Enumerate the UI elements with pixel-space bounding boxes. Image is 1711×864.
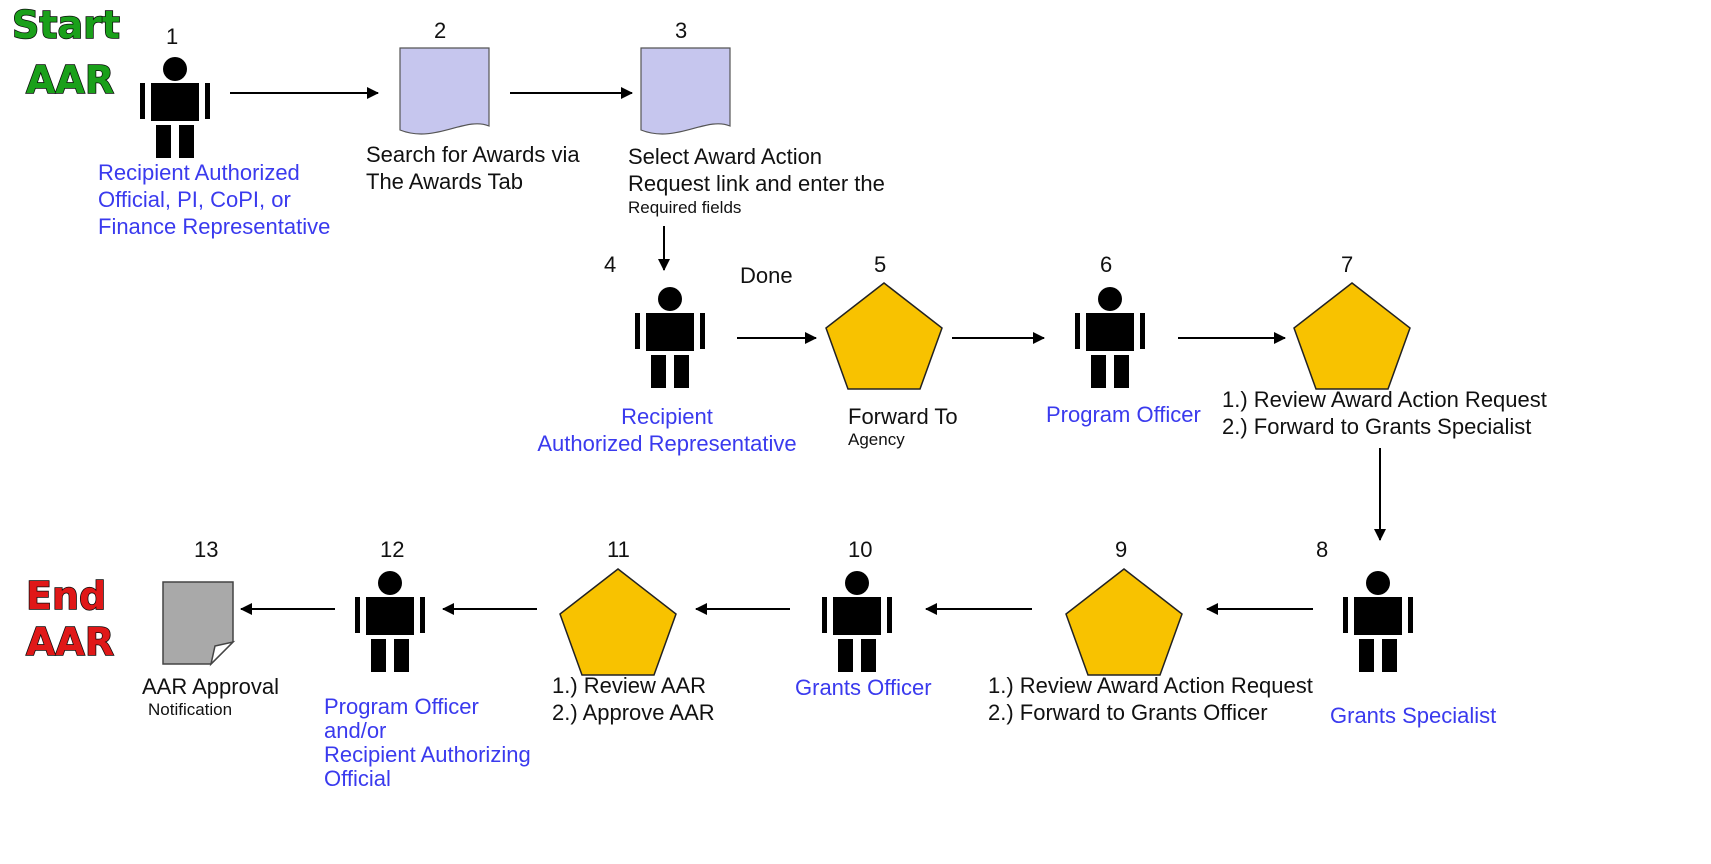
step-3-label-line: Select Award Action: [628, 144, 823, 169]
step-13-label-line: Notification: [148, 700, 233, 719]
step-12-label-line: Program Officer: [324, 694, 479, 719]
step-1-label-line: Finance Representative: [98, 214, 331, 239]
step-7-label-line: 1.) Review Award Action Request: [1222, 387, 1547, 412]
step-8-number: 8: [1316, 537, 1329, 562]
step-5-number: 5: [874, 252, 887, 277]
step-12-label: Program Officer and/or Recipient Authori…: [324, 695, 531, 791]
step-2-document-icon: [399, 47, 490, 135]
step-9-label: 1.) Review Award Action Request 2.) Forw…: [988, 672, 1313, 726]
step-12-number: 12: [380, 537, 405, 562]
step-12-label-line: Official: [324, 766, 391, 791]
step-13-number: 13: [194, 537, 219, 562]
step-7-pentagon-icon: [1293, 282, 1411, 390]
step-1-label-line: Recipient Authorized: [98, 160, 300, 185]
end-label: End: [25, 573, 107, 619]
step-8-person-icon: [1343, 571, 1413, 672]
step-6-label: Program Officer: [1046, 401, 1201, 428]
step-10-label: Grants Officer: [795, 674, 932, 701]
step-10-person-icon: [822, 571, 892, 672]
step-5-label-line: Agency: [848, 430, 905, 449]
step-5-label-line: Forward To: [848, 404, 958, 429]
step-5-label: Forward To Agency: [848, 403, 958, 450]
step-9-label-line: 2.) Forward to Grants Officer: [988, 700, 1268, 725]
step-9-pentagon-icon: [1065, 568, 1183, 676]
step-13-label: AAR Approval Notification: [142, 673, 279, 720]
step-1-number: 1: [166, 24, 179, 49]
step-2-label: Search for Awards via The Awards Tab: [366, 141, 580, 195]
step-11-pentagon-icon: [559, 568, 677, 676]
step-1-label-line: Official, PI, CoPI, or: [98, 187, 291, 212]
step-13-label-line: AAR Approval: [142, 674, 279, 699]
step-7-label: 1.) Review Award Action Request 2.) Forw…: [1222, 386, 1547, 440]
step-6-person-icon: [1075, 287, 1145, 388]
step-7-label-line: 2.) Forward to Grants Specialist: [1222, 414, 1532, 439]
step-9-number: 9: [1115, 537, 1128, 562]
step-3-label-line: Request link and enter the: [628, 171, 885, 196]
step-12-label-line: Recipient Authorizing: [324, 742, 531, 767]
step-7-number: 7: [1341, 252, 1354, 277]
step-11-label-line: 1.) Review AAR: [552, 673, 707, 698]
step-10-label-line: Grants Officer: [795, 675, 932, 700]
step-1-label: Recipient Authorized Official, PI, CoPI,…: [98, 159, 330, 240]
step-5-pentagon-icon: [825, 282, 943, 390]
step-12-label-line: and/or: [324, 718, 387, 743]
step-11-label-line: 2.) Approve AAR: [552, 700, 715, 725]
step-4-label-line: Authorized Representative: [537, 431, 797, 456]
step-6-number: 6: [1100, 252, 1113, 277]
step-2-number: 2: [434, 18, 447, 43]
connector-label-done: Done: [740, 263, 793, 288]
step-13-notification-icon: [162, 581, 234, 665]
step-8-label-line: Grants Specialist: [1330, 703, 1497, 728]
step-3-label-line: Required fields: [628, 198, 742, 217]
step-10-number: 10: [848, 537, 873, 562]
step-11-label: 1.) Review AAR 2.) Approve AAR: [552, 672, 715, 726]
step-3-number: 3: [675, 18, 688, 43]
step-9-label-line: 1.) Review Award Action Request: [988, 673, 1313, 698]
step-4-number: 4: [604, 252, 617, 277]
start-label: Start: [11, 2, 121, 48]
step-6-label-line: Program Officer: [1046, 402, 1201, 427]
start-aar-label: AAR: [25, 57, 115, 103]
step-12-person-icon: [355, 571, 425, 672]
step-4-label: Recipient Authorized Representative: [536, 403, 798, 457]
step-8-label: Grants Specialist: [1330, 702, 1496, 729]
step-4-person-icon: [635, 287, 705, 388]
step-11-number: 11: [607, 537, 630, 562]
step-1-person-icon: [140, 57, 210, 158]
step-2-label-line: Search for Awards via: [366, 142, 580, 167]
end-aar-label: AAR: [25, 619, 115, 665]
step-3-label: Select Award Action Request link and ent…: [628, 143, 885, 219]
step-3-document-icon: [640, 47, 731, 135]
step-4-label-line: Recipient: [621, 404, 713, 429]
step-2-label-line: The Awards Tab: [366, 169, 523, 194]
